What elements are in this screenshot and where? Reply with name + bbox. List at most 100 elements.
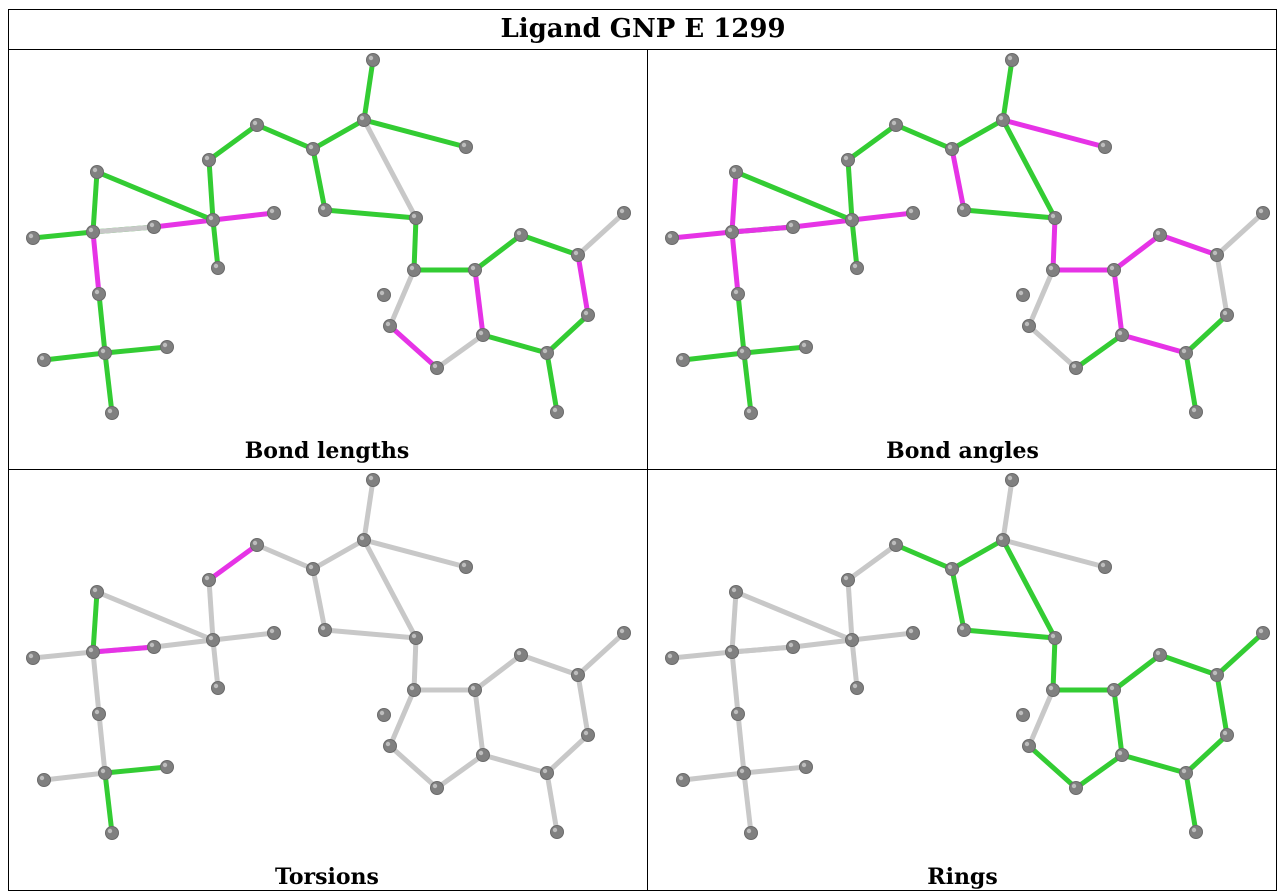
bond <box>206 122 260 163</box>
bond <box>1000 57 1015 123</box>
bond <box>1073 332 1125 371</box>
atom <box>676 773 690 787</box>
atom <box>105 826 119 840</box>
atom <box>430 781 444 795</box>
bond <box>210 210 277 223</box>
bond <box>206 542 260 583</box>
atom <box>996 113 1010 127</box>
atom-highlight <box>461 562 467 568</box>
bond <box>94 589 216 643</box>
atom-highlight <box>1258 628 1264 634</box>
atom <box>514 228 528 242</box>
atom <box>581 728 595 742</box>
atom <box>514 648 528 662</box>
atom-highlight <box>100 348 106 354</box>
atom-highlight <box>573 670 579 676</box>
atom-highlight <box>252 120 258 126</box>
atom <box>725 225 739 239</box>
atom-highlight <box>213 263 219 269</box>
bond <box>1026 687 1056 749</box>
atom-highlight <box>1117 750 1123 756</box>
atom <box>366 53 380 67</box>
bond <box>94 169 216 223</box>
atom-highlight <box>385 321 391 327</box>
atom-highlight <box>583 730 589 736</box>
atom <box>407 263 421 277</box>
bond <box>361 537 419 641</box>
bond <box>729 589 739 655</box>
atom <box>1189 825 1203 839</box>
bond <box>1183 732 1230 776</box>
atom-highlight <box>88 647 94 653</box>
panel-bond-angles: Bond angles <box>648 50 1277 470</box>
bond <box>669 649 735 661</box>
atom <box>571 668 585 682</box>
atom <box>540 766 554 780</box>
atom-highlight <box>107 408 113 414</box>
atom-highlight <box>843 575 849 581</box>
atom <box>160 760 174 774</box>
atom-highlight <box>908 628 914 634</box>
bond <box>310 117 367 152</box>
bond <box>1073 752 1125 791</box>
bond <box>518 652 581 678</box>
bond <box>102 764 170 776</box>
atom <box>377 708 391 722</box>
atom-highlight <box>959 625 965 631</box>
atom-highlight <box>727 227 733 233</box>
atom-highlight <box>847 215 853 221</box>
bond <box>90 224 157 235</box>
atom-highlight <box>461 142 467 148</box>
bond <box>322 207 419 221</box>
bond <box>669 229 735 241</box>
bond <box>849 217 860 271</box>
atom-highlight <box>1024 741 1030 747</box>
atom-highlight <box>1181 348 1187 354</box>
atom <box>1098 560 1112 574</box>
atom <box>1210 668 1224 682</box>
atom <box>1115 328 1129 342</box>
atom <box>786 640 800 654</box>
bond <box>387 687 417 749</box>
atom <box>306 562 320 576</box>
bond <box>1111 267 1125 338</box>
atom <box>665 231 679 245</box>
atom <box>1005 53 1019 67</box>
atom <box>26 231 40 245</box>
panel-caption: Bond lengths <box>244 438 410 464</box>
bond <box>1000 477 1015 543</box>
atom <box>799 760 813 774</box>
bond <box>322 627 419 641</box>
atom <box>407 683 421 697</box>
atom <box>202 153 216 167</box>
bond <box>1119 752 1189 776</box>
atoms <box>665 53 1270 420</box>
atom-highlight <box>385 741 391 747</box>
bond <box>729 649 741 717</box>
atom-highlight <box>908 208 914 214</box>
bond <box>361 537 469 570</box>
bond <box>151 637 216 650</box>
atom-highlight <box>739 768 745 774</box>
atom <box>1220 728 1234 742</box>
atom <box>725 645 739 659</box>
atoms <box>26 53 631 420</box>
atom-highlight <box>788 642 794 648</box>
bond <box>1111 652 1163 693</box>
atom-highlight <box>542 348 548 354</box>
atom-highlight <box>801 762 807 768</box>
atom-highlight <box>1117 330 1123 336</box>
panel-caption: Rings <box>927 864 998 890</box>
atom-highlight <box>1155 230 1161 236</box>
atom <box>105 406 119 420</box>
bond <box>849 630 916 643</box>
atom <box>550 405 564 419</box>
atom <box>889 118 903 132</box>
atom <box>1179 346 1193 360</box>
atom-highlight <box>204 155 210 161</box>
atom-highlight <box>94 709 100 715</box>
bond <box>961 627 1058 641</box>
atom-highlight <box>667 233 673 239</box>
atom-highlight <box>107 828 113 834</box>
